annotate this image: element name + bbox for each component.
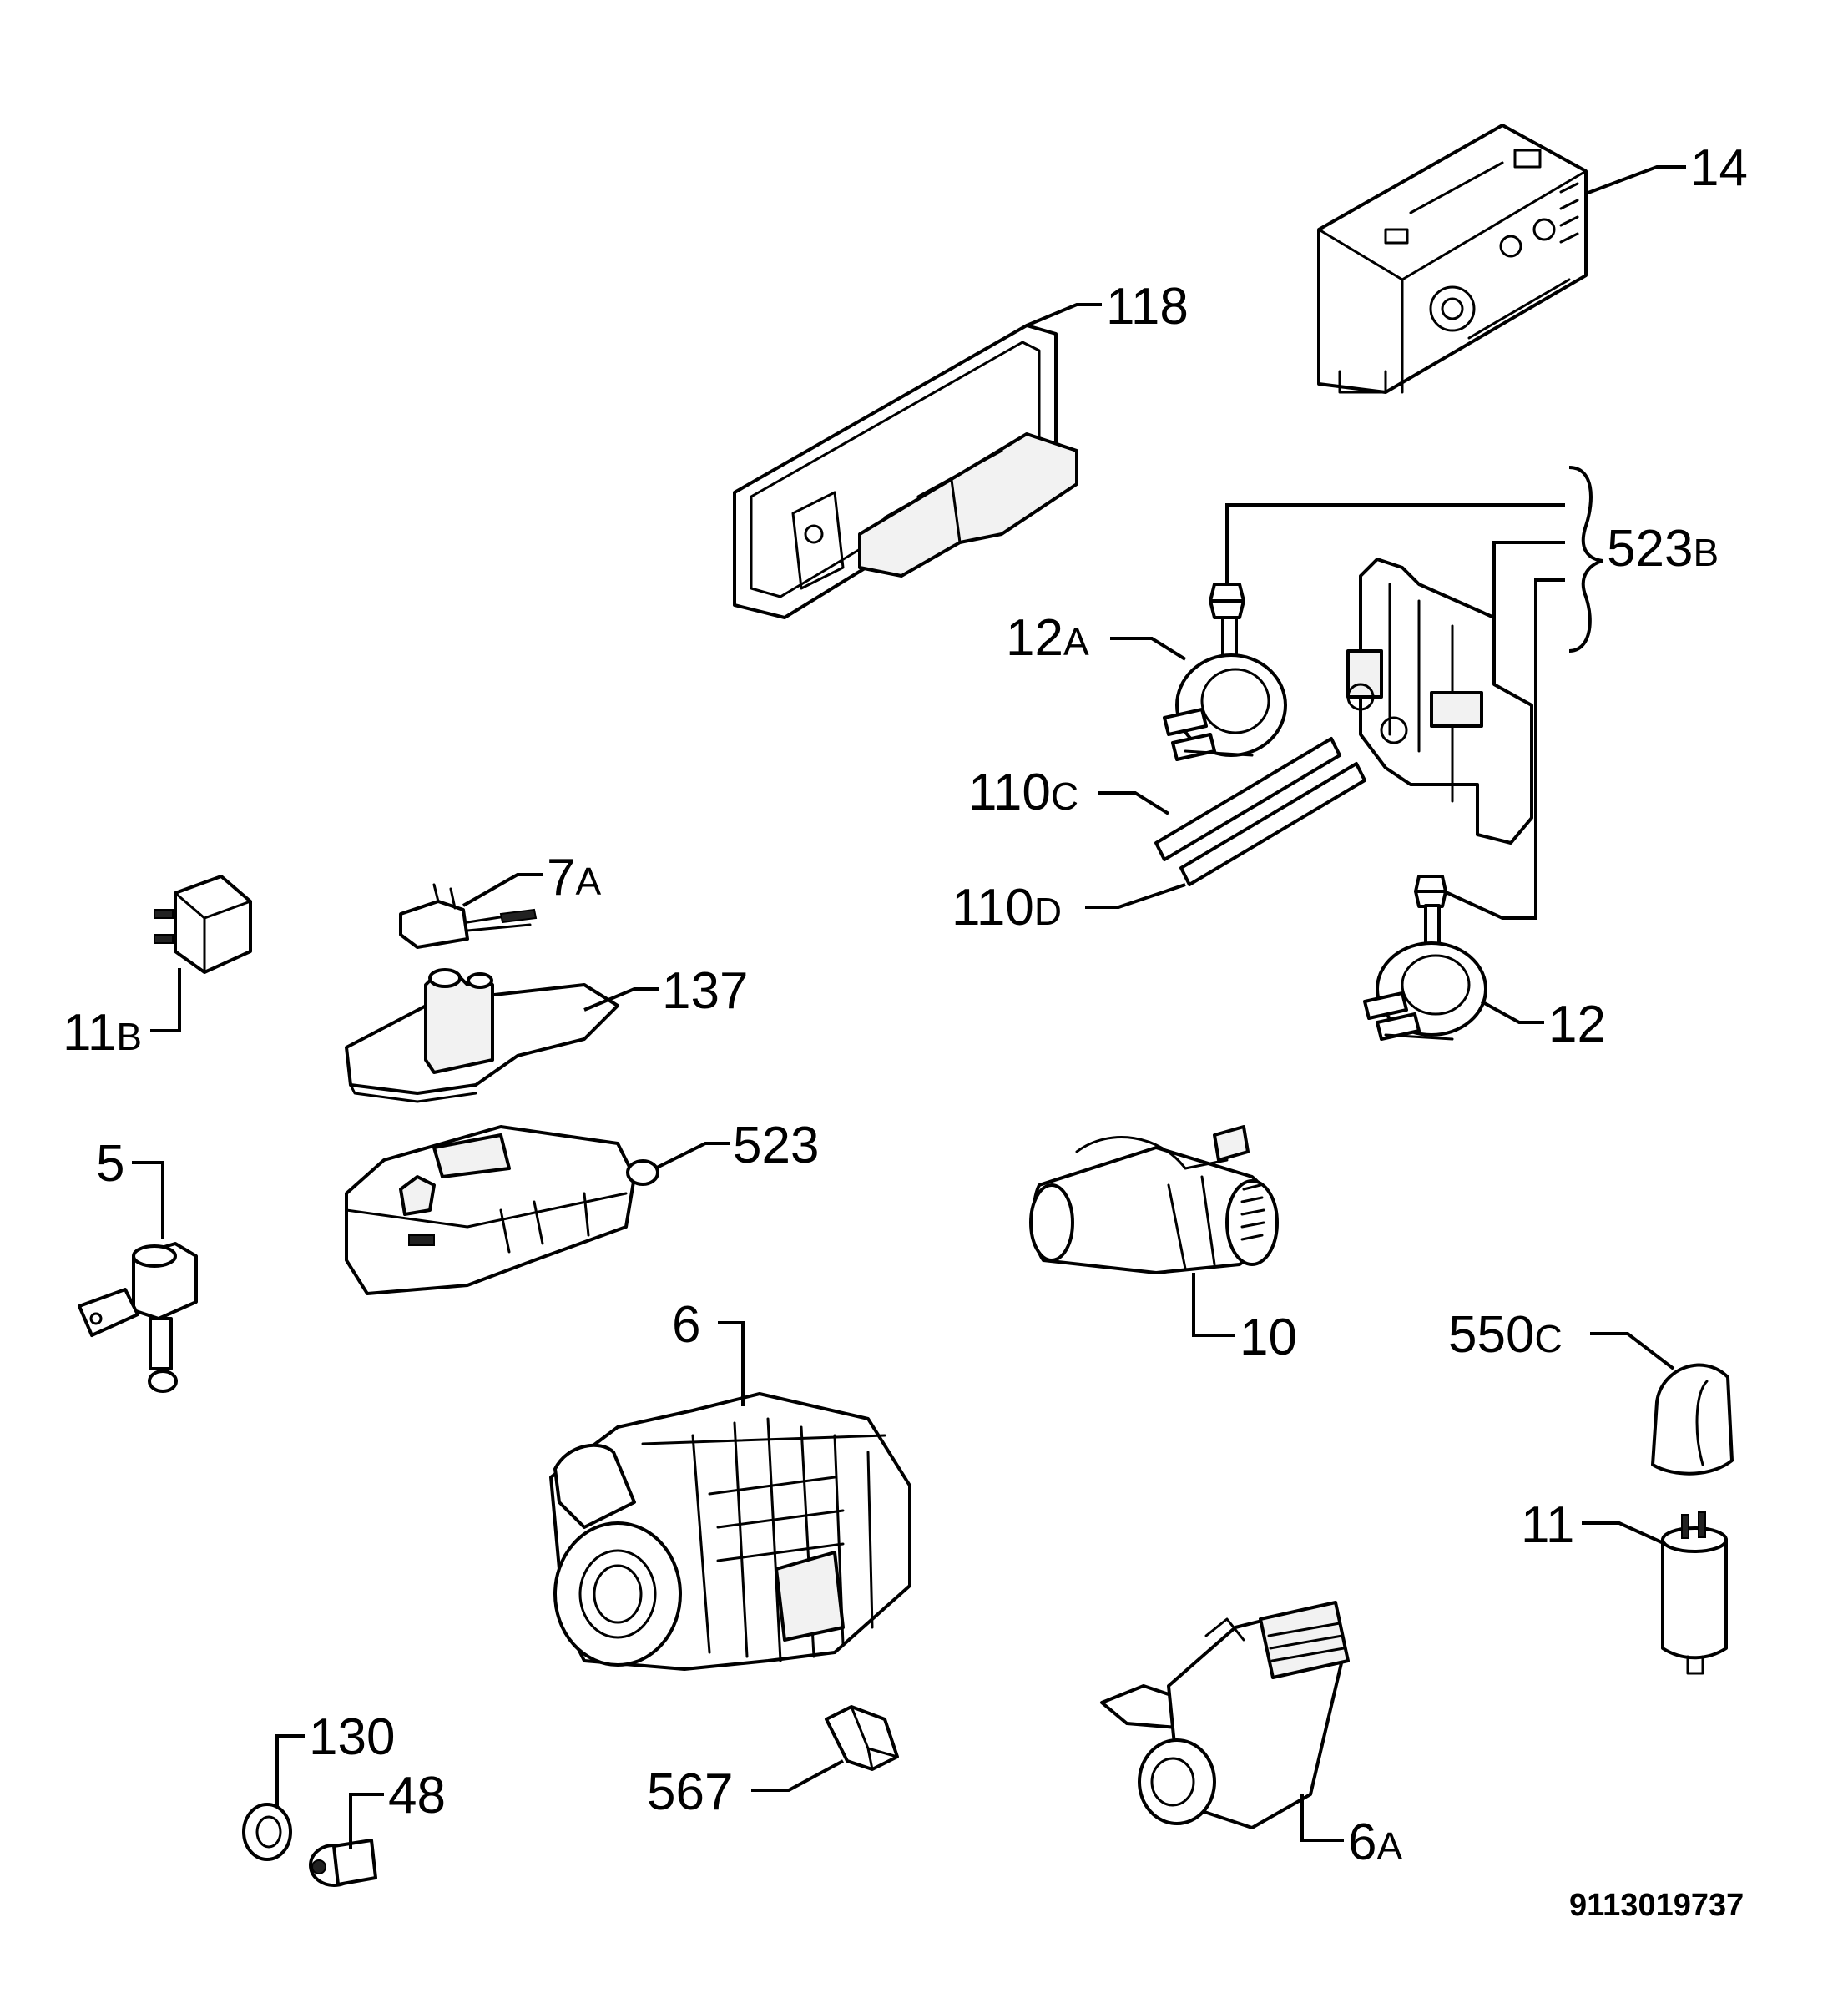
part-12-pressure-switch[interactable] [1363,904,1487,1041]
leader-523b-c [1443,578,1565,920]
leader-110c [1098,791,1170,815]
part-7a-switch[interactable] [399,883,538,949]
label-11b: 11B [63,1004,142,1062]
leader-523b-b [1492,541,1565,618]
label-6: 6 [672,1296,700,1354]
label-48: 48 [388,1767,446,1824]
label-14: 14 [1690,139,1748,197]
part-118-dispenser[interactable] [733,324,1078,619]
label-12: 12 [1548,996,1606,1053]
part-10-heater[interactable] [1029,1125,1279,1274]
leader-6a [1300,1794,1344,1842]
leader-523 [654,1142,730,1170]
leader-12 [1481,1000,1544,1024]
leader-10 [1192,1273,1235,1337]
label-523b: 523B [1607,520,1719,578]
leader-14 [1585,165,1686,195]
leader-5 [132,1161,164,1239]
part-550c-cap[interactable] [1651,1363,1734,1476]
part-137-float-cover[interactable] [345,968,619,1103]
label-7a: 7A [547,849,601,906]
leader-48 [349,1793,384,1849]
part-48-plug[interactable] [309,1839,377,1887]
label-523: 523 [733,1117,819,1174]
part-6a-drain-pump[interactable] [1100,1601,1350,1829]
label-12a: 12A [1006,609,1089,667]
part-523b-cap-lower[interactable] [1414,875,1447,908]
part-110c-hose[interactable] [1154,737,1341,861]
part-6-circulation-pump[interactable] [549,1392,911,1671]
part-523b-pressure-chamber[interactable] [1346,558,1533,845]
leader-118 [1026,303,1102,327]
brace-523b [1568,466,1603,653]
part-11b-relay[interactable] [154,875,252,974]
part-11-capacitor[interactable] [1661,1511,1728,1675]
part-14-control-module[interactable] [1317,124,1588,394]
document-number: 9113019737 [1569,1888,1744,1923]
leader-12a [1110,637,1187,661]
leader-130 [275,1734,305,1807]
part-5-inlet-valve[interactable] [78,1242,198,1393]
label-10: 10 [1240,1309,1297,1366]
leader-11b [150,968,181,1032]
leader-7a [462,873,543,907]
label-137: 137 [662,962,748,1020]
leader-110d [1085,883,1186,909]
label-118: 118 [1106,278,1189,336]
leader-550c [1590,1332,1675,1370]
leader-567 [751,1759,844,1792]
part-523-float-chamber[interactable] [345,1125,659,1295]
label-130: 130 [309,1708,395,1766]
part-110d-hose[interactable] [1179,762,1366,886]
label-5: 5 [96,1135,124,1193]
label-110c: 110C [968,764,1078,821]
part-523b-cap-upper[interactable] [1209,583,1245,619]
label-550c: 550C [1448,1306,1563,1364]
part-130-gasket[interactable] [242,1803,292,1861]
leader-6 [718,1321,745,1406]
leader-11 [1582,1521,1666,1546]
leader-523b-a [1225,503,1565,584]
label-567: 567 [647,1763,733,1821]
label-11: 11 [1521,1496,1574,1554]
leader-137 [583,987,659,1012]
part-12a-pressure-switch[interactable] [1163,616,1287,761]
label-110d: 110D [952,879,1062,936]
label-6a: 6A [1348,1814,1402,1871]
part-567-clip[interactable] [825,1705,899,1771]
